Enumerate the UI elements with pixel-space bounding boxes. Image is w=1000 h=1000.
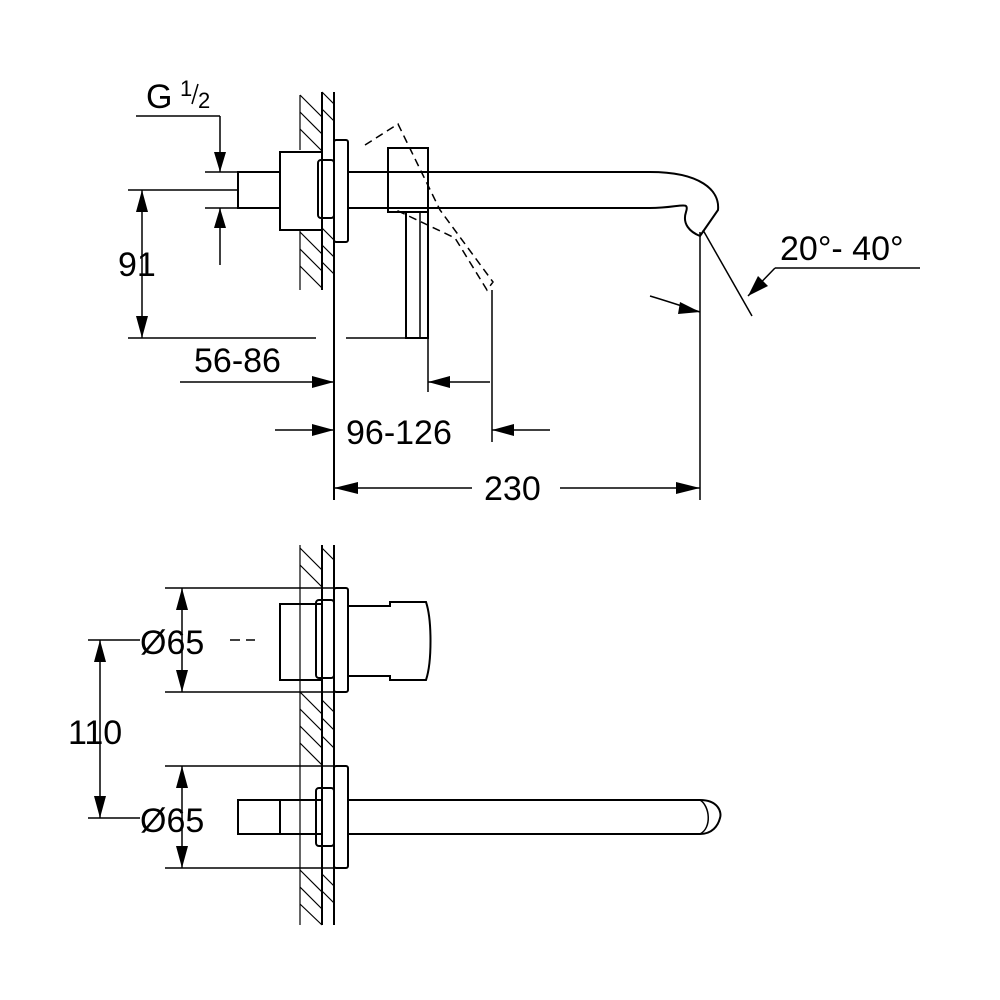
dim-diameter-bottom: Ø65: [140, 802, 204, 840]
upper-rear-housing: [279, 603, 323, 681]
dim-diameter-top: Ø65: [140, 624, 204, 662]
upper-collar: [315, 599, 335, 679]
wall-hatch-top: [299, 91, 335, 290]
dim-110: 110: [68, 714, 122, 752]
spout-plan: [348, 799, 722, 835]
plan-view: Ø65 110 Ø65: [68, 545, 722, 926]
plate-collar: [317, 159, 335, 219]
spout: [348, 171, 720, 238]
dim-angle: 20°- 40°: [780, 230, 904, 268]
dim-96-126: 96-126: [346, 414, 452, 452]
lower-collar: [315, 787, 335, 847]
wall-hatch-lower: [299, 545, 335, 926]
dim-91: 91: [118, 246, 156, 284]
side-elevation-view: G 1 2 91 56-86 96-126 230 20°- 40°: [118, 76, 920, 508]
thread-numerator: 1: [180, 76, 192, 101]
lower-rear-housing: [279, 799, 323, 835]
thread-denominator: 2: [198, 88, 210, 113]
dim-56-86: 56-86: [194, 342, 281, 380]
handle-body: [387, 147, 429, 213]
lower-cover-plate: [333, 765, 349, 869]
thread-label: G: [146, 78, 172, 116]
inlet-stub: [237, 171, 281, 209]
cover-plate: [333, 139, 349, 243]
handle-lever: [405, 212, 429, 339]
upper-cover-plate: [333, 587, 349, 693]
upper-handle-knob: [348, 601, 432, 681]
handle-dashed-rotated: [364, 122, 494, 292]
dim-230: 230: [484, 470, 541, 508]
rear-housing: [279, 151, 323, 231]
lower-inlet-stub: [237, 799, 281, 835]
